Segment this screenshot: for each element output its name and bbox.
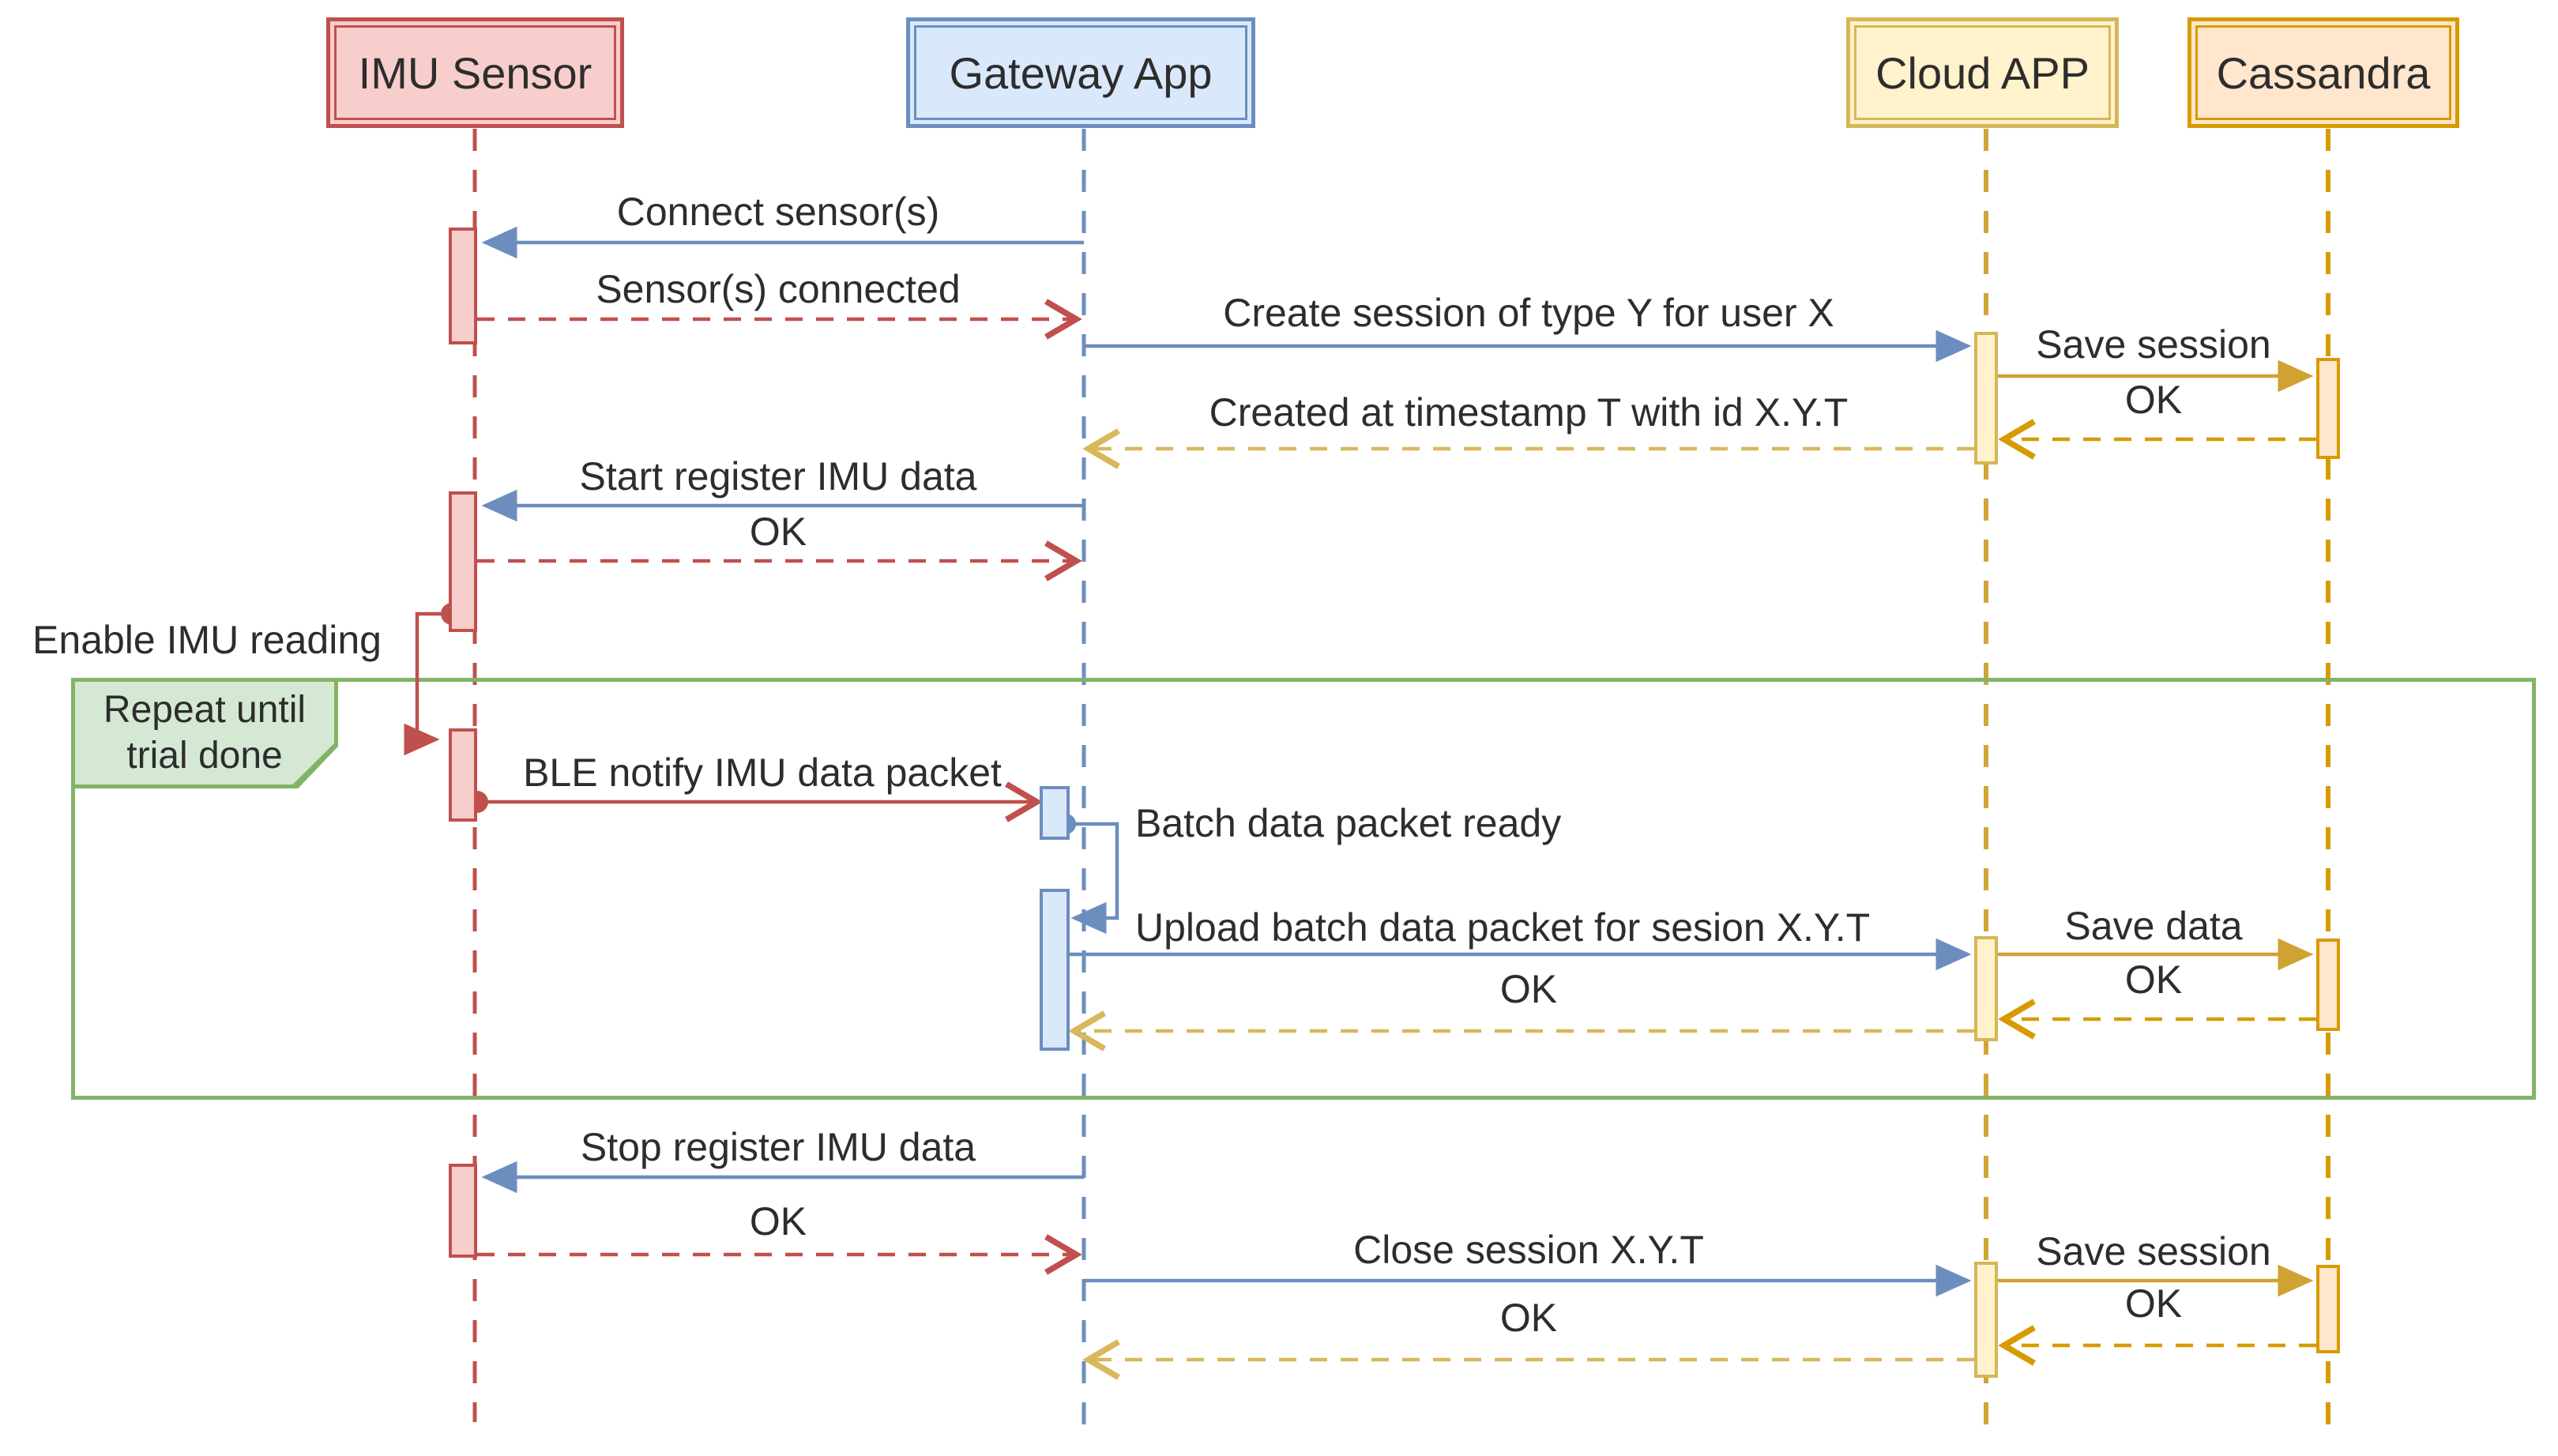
participant-imu-sensor: IMU Sensor xyxy=(326,17,624,128)
loop-label-line1: Repeat until xyxy=(103,689,307,731)
label-sensors-connected: Sensor(s) connected xyxy=(596,267,961,311)
label-ok-save-session-1: OK xyxy=(2124,378,2183,422)
activation-gateway-receive xyxy=(1040,786,1070,840)
participant-cassandra: Cassandra xyxy=(2187,17,2459,128)
activation-gateway-upload xyxy=(1040,889,1070,1051)
activation-imu-start-register xyxy=(449,491,477,632)
activation-cassandra-save-session-2 xyxy=(2316,1265,2340,1353)
label-connect-sensors: Connect sensor(s) xyxy=(616,190,940,234)
label-ok-close-session: OK xyxy=(1499,1296,1558,1340)
loop-label-box: Repeat until trial done xyxy=(71,678,338,788)
label-save-data: Save data xyxy=(2064,904,2243,948)
participant-gateway-app: Gateway App xyxy=(906,17,1255,128)
activation-imu-ble-notify xyxy=(449,728,477,822)
label-batch-ready: Batch data packet ready xyxy=(1135,801,1562,845)
label-ok-save-session-2: OK xyxy=(2124,1281,2183,1326)
label-save-session-1: Save session xyxy=(2036,322,2271,367)
loop-label-text: Repeat until trial done xyxy=(75,682,334,784)
message-arrow-batch-ready xyxy=(1066,822,1119,935)
label-stop-register: Stop register IMU data xyxy=(580,1125,976,1169)
activation-imu-connect xyxy=(449,228,477,344)
label-ble-notify: BLE notify IMU data packet xyxy=(523,751,1002,795)
activation-cassandra-save-data xyxy=(2316,939,2340,1031)
message-arrow-enable-reading xyxy=(404,611,452,756)
label-create-session: Create session of type Y for user X xyxy=(1223,291,1834,335)
activation-cloud-close xyxy=(1974,1262,1998,1378)
activation-imu-stop-register xyxy=(449,1164,477,1258)
label-close-session: Close session X.Y.T xyxy=(1353,1228,1704,1272)
label-created-at: Created at timestamp T with id X.Y.T xyxy=(1209,390,1849,435)
participant-imu-sensor-label: IMU Sensor xyxy=(358,47,592,98)
label-save-session-2: Save session xyxy=(2036,1229,2271,1274)
label-ok-stop-register: OK xyxy=(749,1199,807,1243)
loop-frame xyxy=(71,678,2536,1100)
label-enable-reading: Enable IMU reading xyxy=(32,618,382,662)
participant-cloud-app-label: Cloud APP xyxy=(1875,47,2090,98)
label-ok-save-data: OK xyxy=(2124,957,2183,1002)
participant-cloud-app: Cloud APP xyxy=(1846,17,2119,128)
label-start-register: Start register IMU data xyxy=(579,454,977,499)
activation-cassandra-save-session-1 xyxy=(2316,358,2340,459)
label-ok-start-register: OK xyxy=(749,510,807,554)
participant-cassandra-label: Cassandra xyxy=(2216,47,2431,98)
activation-cloud-save-data xyxy=(1974,936,1998,1041)
loop-label-line2: trial done xyxy=(126,735,283,777)
label-ok-upload: OK xyxy=(1499,967,1558,1011)
activation-cloud-create xyxy=(1974,332,1998,465)
label-upload-batch: Upload batch data packet for sesion X.Y.… xyxy=(1135,905,1871,950)
participant-gateway-app-label: Gateway App xyxy=(949,47,1213,98)
